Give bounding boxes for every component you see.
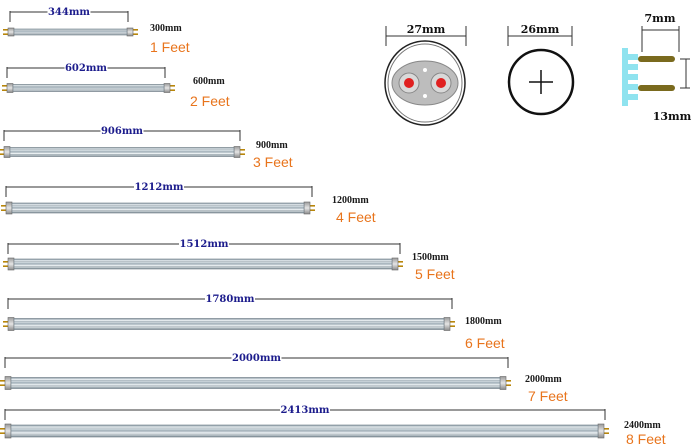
tube-row: 1780mm 1800mm 6 Feet <box>3 293 505 351</box>
tube-dimension-label: 1512mm <box>180 239 229 250</box>
pin-left <box>0 428 6 430</box>
end-cap-right <box>126 27 134 37</box>
tube-dimension-label: 1780mm <box>206 294 255 305</box>
pin-dot-right <box>436 78 446 88</box>
tube-feet-label: 6 Feet <box>465 335 505 351</box>
end-cap-left <box>7 317 15 331</box>
tube-nominal-length-label: 600mm <box>193 76 225 87</box>
tube-nominal-length-label: 900mm <box>256 140 288 151</box>
end-cap-right <box>499 376 507 390</box>
tube-feet-label: 4 Feet <box>336 209 376 225</box>
tube-feet-label: 1 Feet <box>150 39 190 55</box>
pin-dot-left <box>404 78 414 88</box>
tube-nominal-length-label: 1200mm <box>332 195 369 206</box>
tube-feet-label: 5 Feet <box>415 266 455 282</box>
tube-dimension-label: 602mm <box>65 63 107 74</box>
tube-feet-label: 8 Feet <box>626 431 666 447</box>
pin-base <box>622 48 628 106</box>
end-cap-right <box>303 201 311 215</box>
tube-nominal-length-label: 1500mm <box>412 252 449 263</box>
tube-row: 1512mm 1500mm 5 Feet <box>3 238 455 282</box>
pin-length-label: 7mm <box>645 12 676 25</box>
pin-left <box>1 205 7 207</box>
tube-dimension-label: 2000mm <box>232 353 281 364</box>
pin-left <box>0 149 5 151</box>
tube-row: 344mm 300mm 1 Feet <box>3 6 190 55</box>
pin-upper <box>638 56 675 62</box>
tube-row: 906mm 900mm 3 Feet <box>0 125 293 170</box>
pin-lower <box>638 85 675 91</box>
pin-left <box>3 261 9 263</box>
end-cap-left <box>5 201 13 215</box>
end-cap-left <box>4 376 12 390</box>
tube-nominal-length-label: 2000mm <box>525 374 562 385</box>
pin-left <box>2 85 8 87</box>
tube-dimension-label: 1212mm <box>135 182 184 193</box>
pin-left <box>3 29 9 31</box>
end-cap-plate <box>391 60 459 106</box>
end-cap-left <box>4 423 12 439</box>
tube-feet-label: 2 Feet <box>190 93 230 109</box>
tube-feet-label: 7 Feet <box>528 388 568 404</box>
end-cap-right <box>443 317 451 331</box>
end-cap-left <box>6 83 14 93</box>
end-cap-right <box>163 83 171 93</box>
pin-right <box>169 85 175 87</box>
cross-section-diameter-label: 26mm <box>521 23 560 36</box>
pin-right <box>449 321 455 323</box>
pin-right <box>239 149 245 151</box>
pin-right <box>309 205 315 207</box>
end-cap-left <box>7 27 15 37</box>
end-cap-right <box>391 257 399 271</box>
tube-row: 1212mm 1200mm 4 Feet <box>1 181 376 225</box>
end-cap-left <box>3 146 11 158</box>
end-view-diameter-label: 27mm <box>407 23 446 36</box>
pin-left <box>3 321 9 323</box>
pin-right <box>505 380 511 382</box>
tube-row: 602mm 600mm 2 Feet <box>2 62 230 109</box>
cross-section: 26mm <box>507 23 575 116</box>
tube-rows: 344mm 300mm 1 Feet 602mm 600mm 2 Feet 906mm 900… <box>0 6 666 447</box>
tube-feet-label: 3 Feet <box>253 154 293 170</box>
pin-right <box>132 29 138 31</box>
tube-dimension-label: 2413mm <box>281 405 330 416</box>
pin-left <box>0 380 6 382</box>
pin-detail: 7mm 13mm <box>622 12 692 123</box>
pin-right <box>397 261 403 263</box>
tube-nominal-length-label: 1800mm <box>465 316 502 327</box>
tube-nominal-length-label: 2400mm <box>624 420 661 431</box>
tube-nominal-length-label: 300mm <box>150 23 182 34</box>
pin-right <box>603 428 609 430</box>
tube-row: 2000mm 2000mm 7 Feet <box>0 352 568 404</box>
end-view: 27mm <box>384 23 467 126</box>
end-cap-left <box>7 257 15 271</box>
pin-spacing-label: 13mm <box>653 110 692 123</box>
end-cap-right <box>233 146 241 158</box>
end-cap-right <box>597 423 605 439</box>
tube-dimension-label: 906mm <box>101 126 143 137</box>
tube-dimension-label: 344mm <box>48 7 90 18</box>
